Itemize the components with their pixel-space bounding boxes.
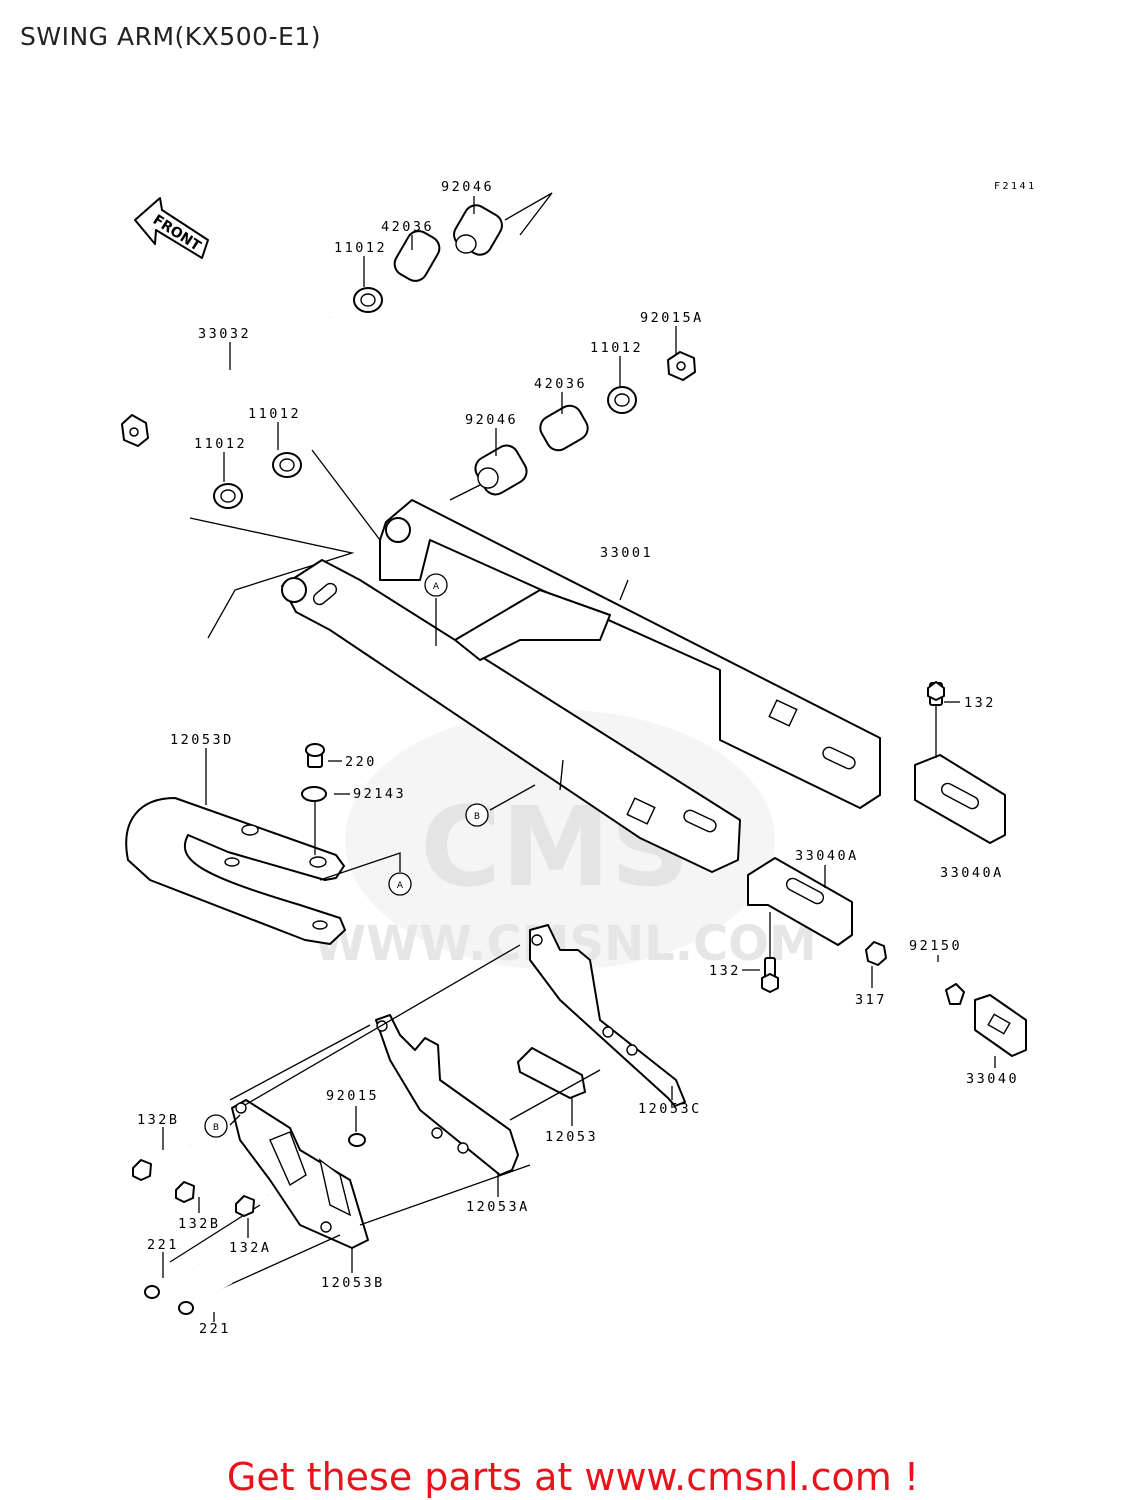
callout-221-top: 221 <box>147 1237 179 1253</box>
ref-mark-b-1: B <box>465 803 489 827</box>
callout-132-top: 132 <box>964 695 996 711</box>
callout-132-mid: 132 <box>709 963 741 979</box>
chain-adjuster-parts <box>747 681 1027 1057</box>
callout-12053: 12053 <box>545 1129 598 1145</box>
callout-92143: 92143 <box>353 786 406 802</box>
front-arrow-icon: FRONT <box>134 197 209 259</box>
callout-132a: 132A <box>229 1240 272 1256</box>
page-title: SWING ARM(KX500-E1) <box>20 22 321 51</box>
chain-slipper-part <box>125 743 401 945</box>
callout-33040a-right: 33040A <box>940 865 1004 881</box>
callout-220: 220 <box>345 754 377 770</box>
callout-12053d: 12053D <box>170 732 234 748</box>
call-to-action-link[interactable]: Get these parts at www.cmsnl.com ! <box>226 1455 920 1499</box>
part-callouts: 92046 42036 11012 33032 92015A 11012 420… <box>137 179 1019 1337</box>
pivot-shaft-part <box>121 314 332 447</box>
callout-33001: 33001 <box>600 545 653 561</box>
chain-guide-assembly <box>132 924 686 1315</box>
callout-92046-right: 92046 <box>465 412 518 428</box>
callout-33040a-mid: 33040A <box>795 848 859 864</box>
leader-lines <box>162 196 996 1322</box>
upper-bearing-stack <box>353 192 553 313</box>
callout-42036-right: 42036 <box>534 376 587 392</box>
callout-12053b: 12053B <box>321 1275 385 1291</box>
callout-92015a: 92015A <box>640 310 704 326</box>
callout-317: 317 <box>855 992 887 1008</box>
svg-text:B: B <box>474 812 480 822</box>
svg-text:B: B <box>213 1123 219 1133</box>
ref-mark-a-2: A <box>388 872 412 896</box>
callout-33032: 33032 <box>198 326 251 342</box>
ref-mark-a-1: A <box>424 573 448 597</box>
callout-92046-top: 92046 <box>441 179 494 195</box>
callout-33040: 33040 <box>966 1071 1019 1087</box>
figure-code: F2141 <box>994 181 1037 192</box>
callout-132b-top: 132B <box>137 1112 180 1128</box>
callout-11012-left: 11012 <box>194 436 247 452</box>
callout-132b-bot: 132B <box>178 1216 221 1232</box>
callout-221-bot: 221 <box>199 1321 231 1337</box>
callout-12053a: 12053A <box>466 1199 530 1215</box>
callout-11012-right: 11012 <box>590 340 643 356</box>
callout-92015: 92015 <box>326 1088 379 1104</box>
callout-11012-top: 11012 <box>334 240 387 256</box>
ref-mark-b-2: B <box>204 1114 228 1138</box>
right-bearing-stack <box>189 351 696 639</box>
callout-11012-mid: 11012 <box>248 406 301 422</box>
callout-42036-top: 42036 <box>381 219 434 235</box>
svg-text:A: A <box>397 881 404 891</box>
swing-arm-part <box>281 499 881 873</box>
callout-12053c: 12053C <box>638 1101 702 1117</box>
callout-92150: 92150 <box>909 938 962 954</box>
svg-text:A: A <box>433 582 440 592</box>
